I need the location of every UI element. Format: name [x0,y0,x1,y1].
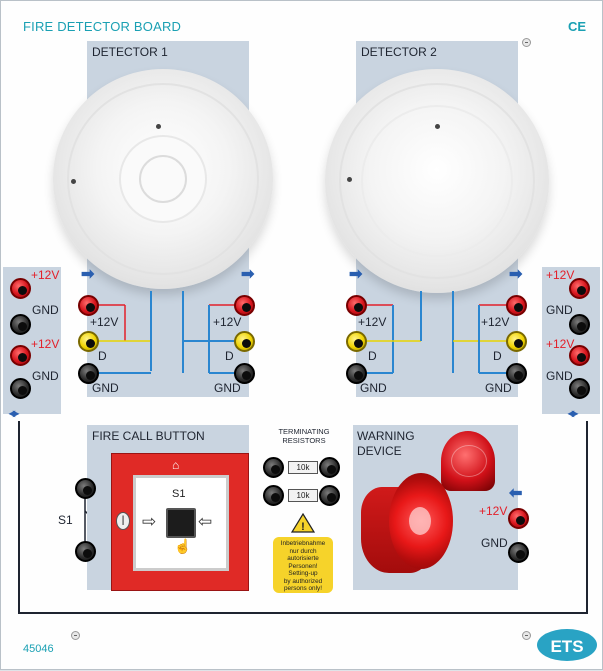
house-fire-icon: ⌂ [172,458,180,472]
right-power-jack-12v-2[interactable] [569,345,590,366]
right-power-jack-gnd-1[interactable] [569,314,590,335]
det1-left-jack-gnd[interactable] [78,363,99,384]
arrow-left-icon: ⇦ [198,512,213,531]
resistor-1: 10k [288,461,318,474]
arrow-left-icon: ⬅ [509,485,523,502]
det2-left-jack-12v[interactable] [346,295,367,316]
det2-left-label-gnd: GND [360,381,387,395]
smoke-detector-2 [325,69,549,293]
warning-device-label-gnd: GND [481,536,508,550]
det2-left-jack-d[interactable] [346,331,367,352]
left-power-jack-gnd-1[interactable] [10,314,31,335]
fire-call-jack-bottom[interactable] [75,541,96,562]
left-power-label-gnd-2: GND [32,369,59,383]
det1-left-jack-d[interactable] [78,331,99,352]
left-power-label-12v-1: +12V [31,268,60,282]
resistor-2: 10k [288,489,318,502]
screw-icon [522,38,531,47]
bidirectional-arrow-icon: ◂▸ [9,406,19,420]
right-power-label-gnd-1: GND [546,303,573,317]
warning-device-label-12v: +12V [479,504,508,518]
siren [361,473,453,585]
part-number: 45046 [23,643,54,655]
det2-right-label-gnd: GND [485,381,512,395]
authorized-persons-label: Inbetriebnahme nur durch autorisierte Pe… [273,537,333,593]
right-power-label-12v-2: +12V [546,337,575,351]
smoke-detector-1 [53,69,273,289]
svg-text:!: ! [301,521,305,533]
warning-device-jack-gnd[interactable] [508,542,529,563]
resistor1-jack-right[interactable] [319,457,340,478]
det1-left-jack-12v[interactable] [78,295,99,316]
det1-left-label-12v: +12V [90,315,119,329]
det2-right-label-d: D [493,349,502,363]
push-button[interactable] [166,508,196,538]
det1-right-jack-d[interactable] [234,331,255,352]
det1-left-label-gnd: GND [92,381,119,395]
warning-device-title-2: DEVICE [357,444,402,458]
det2-right-label-12v: +12V [481,315,510,329]
det2-left-jack-gnd[interactable] [346,363,367,384]
det1-right-jack-gnd[interactable] [234,363,255,384]
detector1-title: DETECTOR 1 [92,45,168,59]
svg-text:ETS: ETS [550,637,583,656]
lock-icon: | [116,512,130,530]
left-power-jack-gnd-2[interactable] [10,378,31,399]
det1-right-label-gnd: GND [214,381,241,395]
screw-icon [71,631,80,640]
det2-right-jack-gnd[interactable] [506,363,527,384]
fire-call-jack-top[interactable] [75,478,96,499]
right-power-jack-12v-1[interactable] [569,278,590,299]
manual-call-point: ⌂ | S1 ⇨ ⇦ ☝ [111,453,249,591]
det1-right-label-12v: +12V [213,315,242,329]
push-hand-icon: ☝ [174,538,192,554]
det2-left-label-12v: +12V [358,315,387,329]
arrow-right-icon: ⇨ [142,512,157,531]
det2-right-jack-d[interactable] [506,331,527,352]
warning-device-title-1: WARNING [357,429,415,443]
screw-icon [522,631,531,640]
bidirectional-arrow-icon: ◂▸ [568,406,578,420]
arrow-right-icon: ➡ [349,266,363,283]
switch-label: S1 [58,513,73,527]
left-power-jack-12v-2[interactable] [10,345,31,366]
warning-triangle-icon: ! [291,513,315,533]
fire-call-title: FIRE CALL BUTTON [92,429,205,443]
left-power-jack-12v-1[interactable] [10,278,31,299]
arrow-right-icon: ➡ [241,266,255,283]
call-point-label: S1 [172,488,186,500]
det1-right-label-d: D [225,349,234,363]
resistor2-jack-left[interactable] [263,485,284,506]
terminating-title: TERMINATING RESISTORS [278,427,330,445]
left-power-label-gnd-1: GND [32,303,59,317]
board-title: FIRE DETECTOR BOARD [23,19,182,34]
ets-logo: ETS [537,629,597,661]
right-power-label-gnd-2: GND [546,369,573,383]
resistor2-jack-right[interactable] [319,485,340,506]
right-power-jack-gnd-2[interactable] [569,378,590,399]
det1-right-jack-12v[interactable] [234,295,255,316]
left-power-label-12v-2: +12V [31,337,60,351]
arrow-right-icon: ➡ [509,266,523,283]
arrow-right-icon: ➡ [81,266,95,283]
ce-mark: CE [568,19,587,34]
warning-device-jack-12v[interactable] [508,508,529,529]
det2-left-label-d: D [368,349,377,363]
right-power-label-12v-1: +12V [546,268,575,282]
detector2-title: DETECTOR 2 [361,45,437,59]
det1-left-label-d: D [98,349,107,363]
resistor1-jack-left[interactable] [263,457,284,478]
det2-right-jack-12v[interactable] [506,295,527,316]
strobe-light [441,431,495,491]
